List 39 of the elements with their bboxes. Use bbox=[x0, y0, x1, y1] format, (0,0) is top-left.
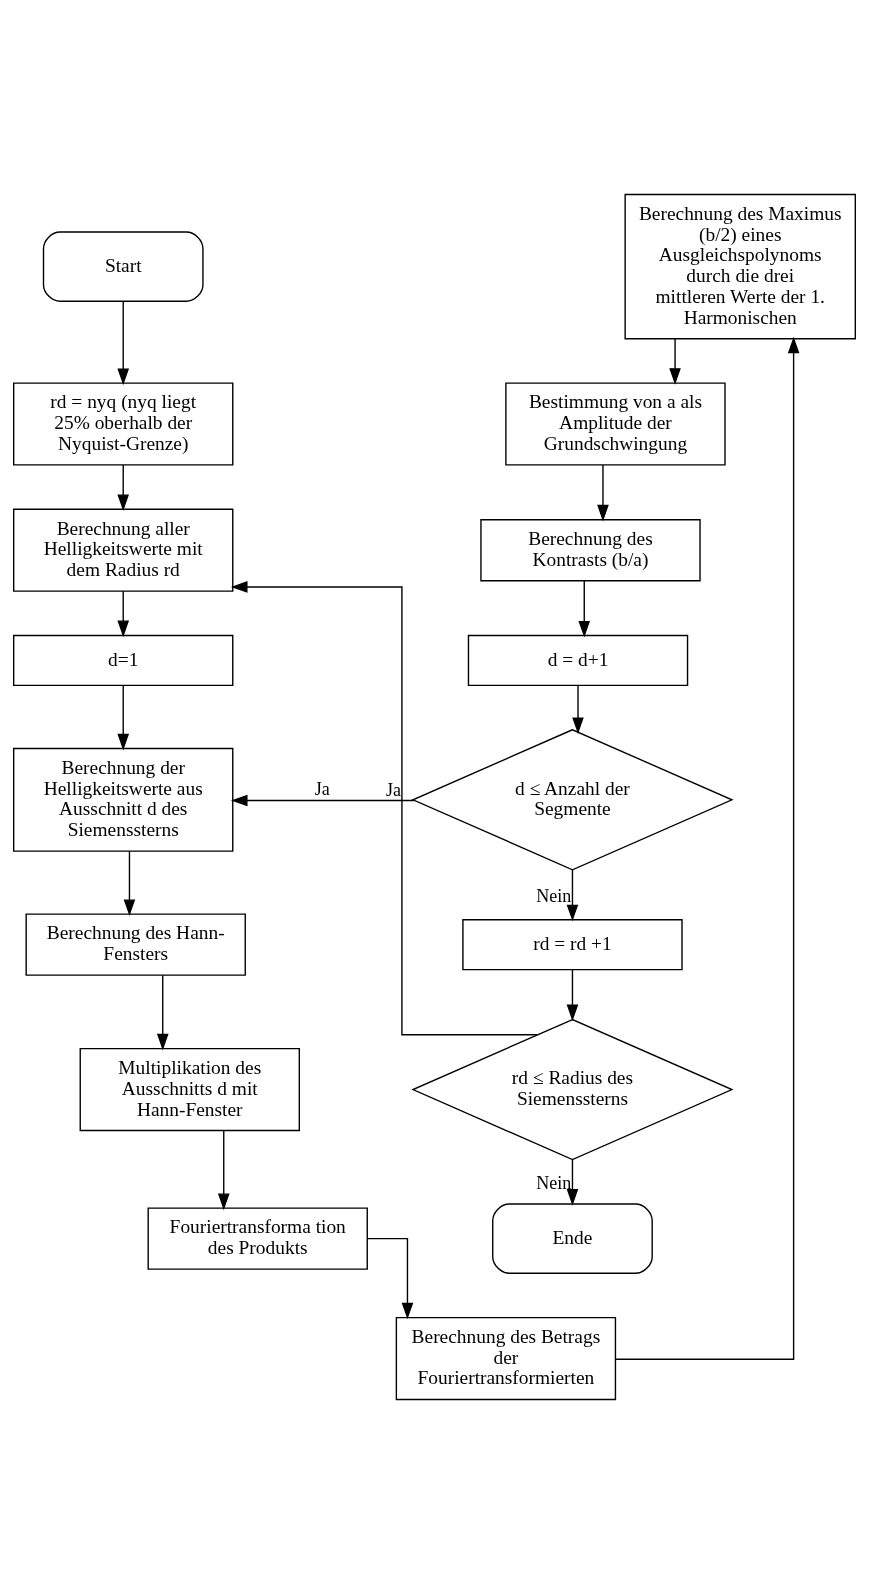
arrow bbox=[117, 685, 130, 751]
arrow bbox=[578, 580, 591, 638]
edge-label: Nein bbox=[536, 1173, 572, 1194]
arrow bbox=[117, 590, 130, 638]
node-box: Berechnung des Kontrasts (b/a) bbox=[480, 519, 701, 582]
arrow bbox=[572, 685, 584, 735]
node-box: Berechnung aller Helligkeitswerte mit dem Radius rd bbox=[13, 508, 234, 592]
node-box: d=1 bbox=[13, 634, 234, 687]
arrow bbox=[566, 869, 579, 922]
edge-label: Nein bbox=[536, 886, 572, 907]
node-box: Berechnung der Helligkeitswerte aus Ausschnitt d des Siemenssterns bbox=[13, 747, 234, 852]
node-box: Berechnung des Betrags der Fouriertransformierten bbox=[395, 1316, 617, 1401]
node-box: rd = rd +1 bbox=[462, 919, 683, 971]
arrow bbox=[366, 1237, 414, 1320]
arrow bbox=[597, 464, 609, 522]
edge-label: Ja bbox=[314, 779, 330, 800]
node-diamond: d ≤ Anzahl der Segmente bbox=[411, 729, 734, 871]
arrow bbox=[117, 300, 130, 386]
node-diamond: rd ≤ Radius des Siemenssterns bbox=[411, 1018, 734, 1161]
arrow bbox=[117, 464, 130, 512]
node-box: Fouriertransforma tion des Produkts bbox=[147, 1207, 368, 1270]
arrow bbox=[566, 1159, 579, 1206]
arrow bbox=[566, 969, 579, 1022]
arrow bbox=[123, 850, 136, 917]
arrow bbox=[156, 974, 169, 1051]
node-box: Ende bbox=[492, 1203, 653, 1274]
node-box: rd = nyq (nyq liegt 25% oberhalb der Nyquist-Grenze) bbox=[13, 382, 234, 466]
node-box: Berechnung des Maximus (b/2) eines Ausgleichspolynoms durch die drei mittleren Werte der 1. Harmonischen bbox=[624, 193, 856, 340]
edge-label: Ja bbox=[386, 780, 402, 801]
arrow bbox=[614, 336, 800, 1360]
arrow bbox=[230, 581, 539, 1036]
node-box: Bestimmung von a als Amplitude der Grundschwingung bbox=[505, 382, 726, 466]
node-box: Start bbox=[42, 231, 204, 302]
node-box: d = d+1 bbox=[467, 634, 689, 687]
arrow bbox=[669, 338, 681, 385]
arrow bbox=[217, 1130, 230, 1211]
node-box: Multiplikation des Ausschnitts d mit Hann-Fenster bbox=[79, 1047, 300, 1132]
node-box: Berechnung des Hann-Fensters bbox=[25, 913, 246, 976]
arrow bbox=[230, 794, 415, 807]
